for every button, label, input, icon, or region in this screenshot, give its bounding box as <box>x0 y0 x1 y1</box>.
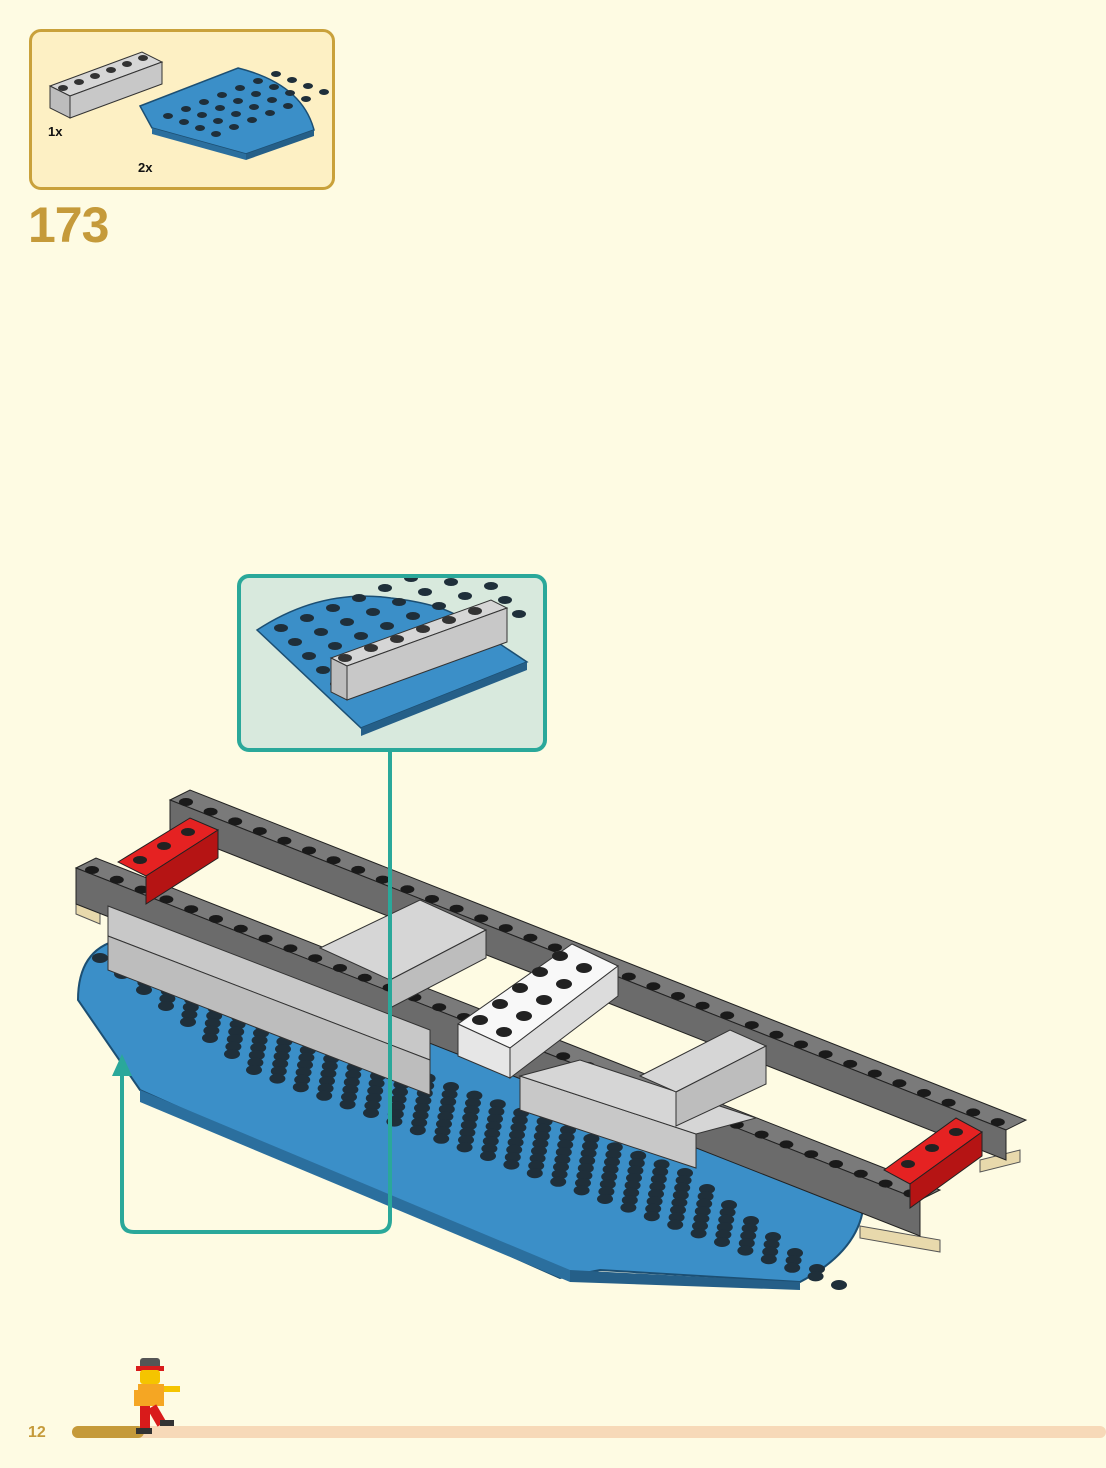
quantity-label-plate: 2x <box>138 160 153 175</box>
red-brick-left <box>116 817 220 905</box>
build-progress-fill <box>72 1426 145 1438</box>
minifigure-runner-icon <box>134 1358 180 1434</box>
blue-plate-part <box>138 67 329 160</box>
white-brick-2x4 <box>457 943 619 1080</box>
placement-arrow-icon <box>112 1054 132 1076</box>
callout-connector-line <box>120 748 392 1234</box>
cross-brick-1 <box>318 899 488 1009</box>
light-gray-brick-front <box>107 905 431 1096</box>
red-brick-right <box>883 1117 983 1209</box>
parts-list-callout: 1x 2x <box>29 29 335 190</box>
tan-strip-end <box>979 1149 1021 1173</box>
quantity-label-brick: 1x <box>48 124 63 139</box>
tan-strip-right <box>859 1225 941 1253</box>
sub-assembly-callout <box>237 554 547 752</box>
cross-brick-2 <box>638 1029 768 1127</box>
gray-brick-part <box>48 51 164 119</box>
sub-assembly-illustration <box>255 554 529 736</box>
parts-illustration <box>48 51 329 160</box>
page-number: 12 <box>28 1424 46 1441</box>
step-number: 173 <box>28 197 109 253</box>
build-progress-bar <box>72 1426 1106 1438</box>
